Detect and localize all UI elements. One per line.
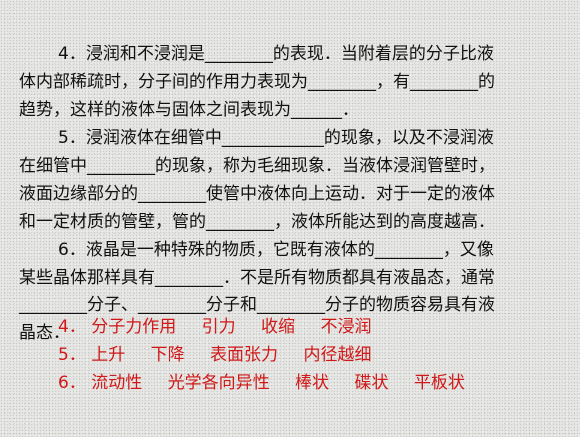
answer-6-item: 平板状 xyxy=(413,373,465,393)
q4-line-2: 体内部稀疏时，分子间的作用力表现为________，有________的 xyxy=(19,72,495,92)
q4-line-3: 趋势，这样的液体与固体之间表现为______． xyxy=(19,100,359,120)
q5-line-4: 和一定材质的管壁，管的________，液体所能达到的高度越高． xyxy=(19,212,495,232)
answer-4-number: 4． xyxy=(58,317,86,337)
answer-4: 4． 分子力作用 引力 收缩 不浸润 xyxy=(58,314,371,340)
answer-5-item: 下降 xyxy=(150,345,185,365)
answer-6: 6． 流动性 光学各向异性 棒状 碟状 平板状 xyxy=(58,370,465,396)
answer-5-item: 表面张力 xyxy=(210,345,279,365)
answer-5-item: 内径越细 xyxy=(303,345,372,365)
answer-6-item: 棒状 xyxy=(295,373,330,393)
q5-line-3: 液面边缘部分的________使管中液体向上运动．对于一定的液体 xyxy=(19,184,495,204)
answer-5-number: 5． xyxy=(58,345,86,365)
q6-line-3: ________分子、________分子和________分子的物质容易具有液 xyxy=(19,295,495,315)
answer-4-item: 分子力作用 xyxy=(91,317,177,337)
answer-4-item: 收缩 xyxy=(261,317,296,337)
answer-4-item: 引力 xyxy=(201,317,236,337)
q6-line-1: 6．液晶是一种特殊的物质，它既有液体的________，又像 xyxy=(58,240,494,260)
answer-6-number: 6． xyxy=(58,373,86,393)
q5-line-2: 在细管中________的现象，称为毛细现象．当液体浸润管壁时， xyxy=(19,156,495,176)
answer-5: 5． 上升 下降 表面张力 内径越细 xyxy=(58,342,371,368)
answer-6-item: 碟状 xyxy=(354,373,389,393)
answer-4-item: 不浸润 xyxy=(320,317,372,337)
q5-line-1: 5．浸润液体在细管中____________的现象，以及不浸润液 xyxy=(58,128,494,148)
q6-line-2: 某些晶体那样具有________．不是所有物质都具有液晶态，通常 xyxy=(19,268,495,288)
answer-6-item: 流动性 xyxy=(91,373,143,393)
q6-line-4: 晶态． xyxy=(19,323,70,343)
answer-5-item: 上升 xyxy=(91,345,126,365)
answer-6-item: 光学各向异性 xyxy=(167,373,270,393)
q4-line-1: 4．浸润和不浸润是________的表现．当附着层的分子比液 xyxy=(58,44,494,64)
